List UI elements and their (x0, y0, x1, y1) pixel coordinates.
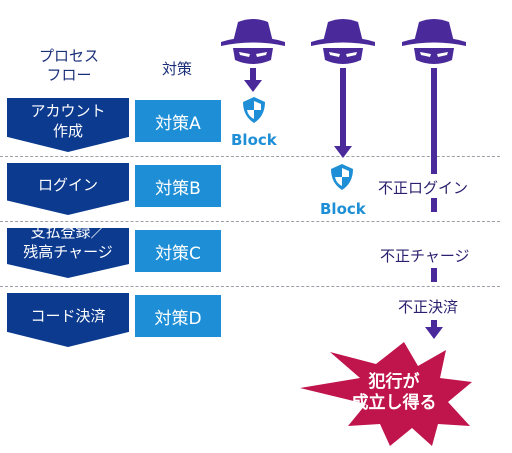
process-label-line2: 作成 (52, 122, 83, 140)
measure-c: 対策C (135, 230, 221, 272)
crime-text: 犯行が 成立し得る (344, 372, 444, 414)
header-process-flow-line1: プロセス (38, 47, 99, 65)
process-label-line1: ログイン (37, 176, 98, 194)
block-label-2: Block (320, 200, 366, 218)
process-label-line2: 残高チャージ (23, 243, 113, 261)
row-separator (0, 286, 500, 287)
shield-icon (243, 97, 265, 123)
shield-icon (331, 164, 353, 190)
fraud-label-charge: 不正チャージ (380, 245, 470, 266)
header-process-flow: プロセス フロー (20, 47, 118, 85)
explosion-icon (300, 342, 472, 446)
hacker-icon (221, 19, 285, 64)
measure-a: 対策A (135, 100, 221, 142)
header-process-flow-line2: フロー (46, 66, 92, 84)
process-payment-registration: 支払登録／ 残高チャージ (7, 228, 129, 278)
measure-b: 対策B (135, 165, 221, 207)
process-label-line1: 支払登録／ (30, 223, 106, 241)
attack-arrow-3 (425, 68, 443, 339)
attack-arrow-2 (334, 68, 352, 158)
process-label-line1: コード決済 (30, 307, 106, 325)
process-label-line1: アカウント (30, 102, 106, 120)
attack-arrow-1 (244, 68, 262, 92)
row-separator (0, 156, 500, 157)
hacker-icon (311, 19, 375, 64)
crime-text-line1: 犯行が (368, 372, 420, 392)
crime-text-line2: 成立し得る (351, 393, 437, 413)
fraud-label-login: 不正ログイン (378, 177, 469, 198)
row-separator (0, 221, 500, 222)
block-label-1: Block (231, 131, 277, 149)
header-measures: 対策 (161, 60, 192, 78)
measure-d: 対策D (135, 295, 221, 337)
hacker-icon (402, 19, 466, 64)
fraud-label-payment: 不正決済 (398, 296, 459, 317)
